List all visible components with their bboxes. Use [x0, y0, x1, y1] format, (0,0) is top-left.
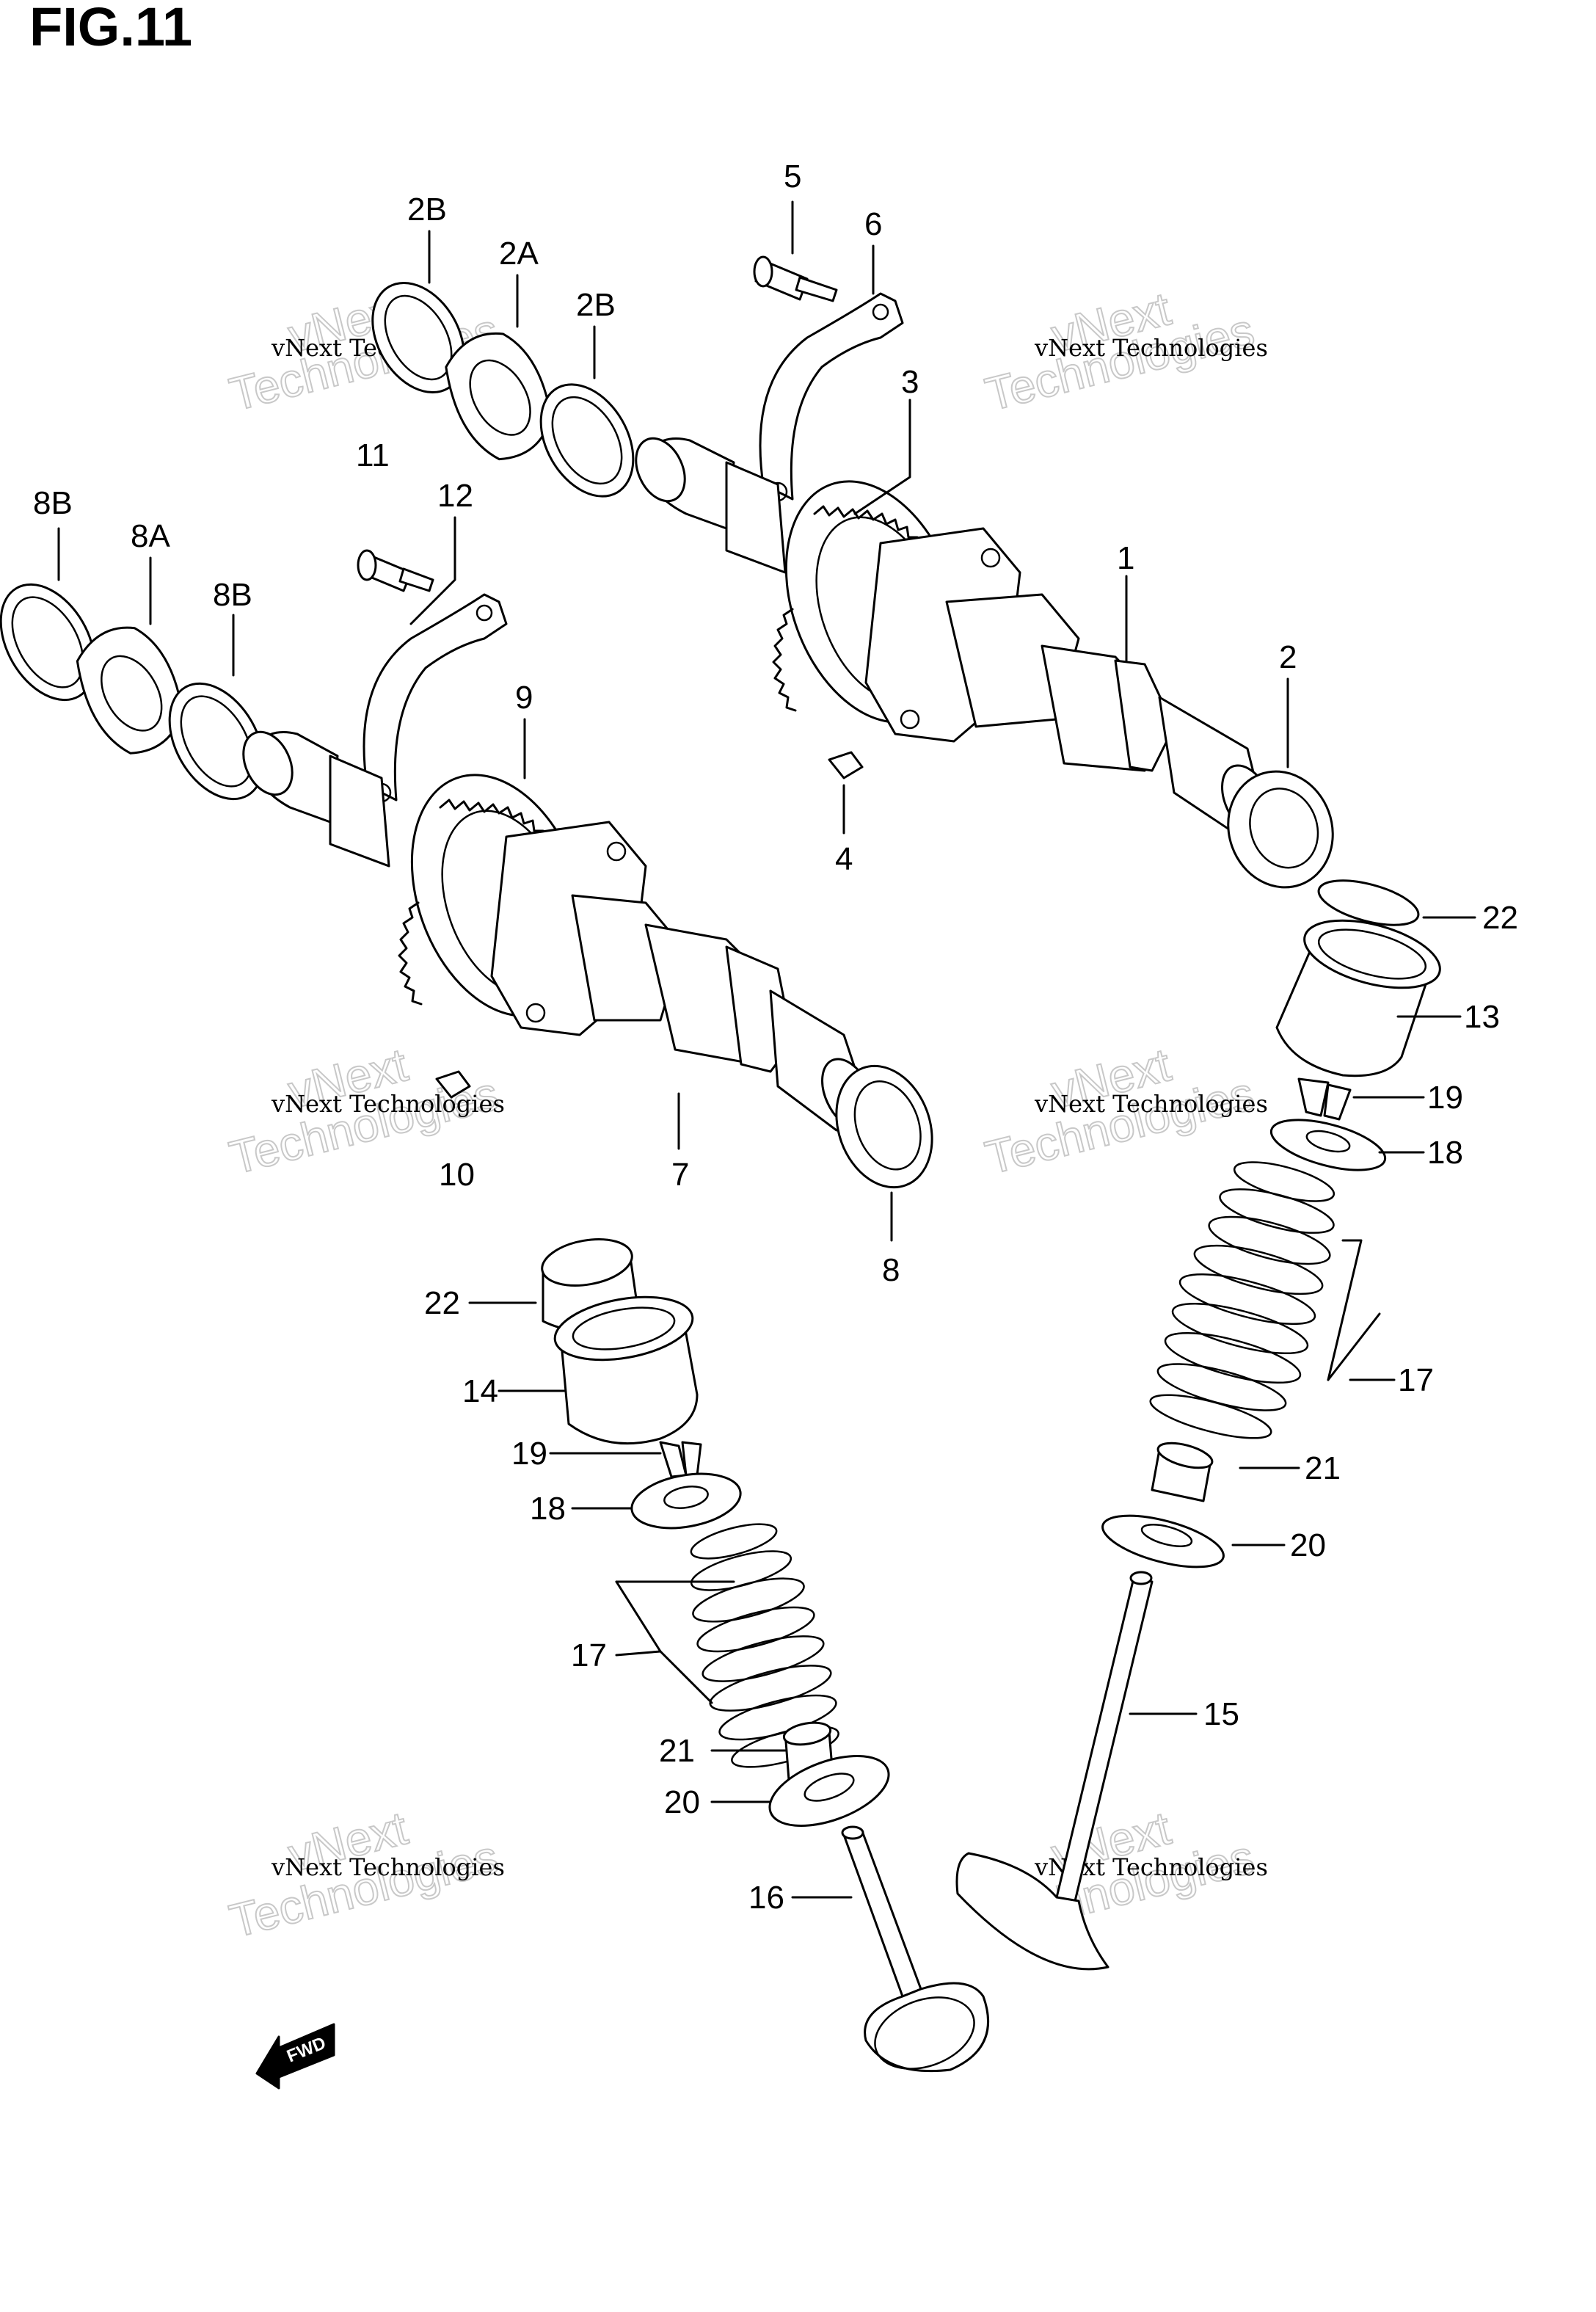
callout-1: 1 [1117, 540, 1134, 576]
camshaft-lower-assembly [0, 549, 933, 1189]
tappet-14 [553, 1295, 699, 1445]
callout-21-right: 21 [1305, 1450, 1341, 1486]
shim-22-right [1317, 879, 1420, 926]
seal-21-right [1151, 1442, 1214, 1502]
seat-20-right [1101, 1514, 1225, 1568]
ring-2b-mid [539, 383, 635, 498]
camshaft-upper-assembly [371, 255, 1334, 889]
callout-2: 2 [1279, 639, 1297, 675]
callout-20-right: 20 [1290, 1527, 1326, 1563]
callout-3: 3 [901, 364, 919, 400]
leader-lines [57, 200, 1476, 1899]
callout-2b-mid: 2B [576, 287, 616, 323]
spring-17-right [1149, 1161, 1336, 1439]
callout-7: 7 [671, 1157, 689, 1193]
callout-22-left: 22 [424, 1285, 460, 1321]
callout-20-left: 20 [664, 1784, 700, 1820]
callout-18-right: 18 [1427, 1135, 1463, 1171]
ring-8b-left [0, 583, 96, 702]
callout-2b-top: 2B [407, 192, 447, 228]
cotter-19-right [1297, 1077, 1352, 1121]
callout-18-left: 18 [530, 1491, 566, 1527]
callout-13: 13 [1464, 999, 1500, 1035]
callout-17-right: 17 [1398, 1362, 1434, 1398]
retainer-18-right [1269, 1119, 1387, 1171]
watermark-small-text: vNext Technologies [1034, 1090, 1268, 1118]
pin-10 [435, 1070, 471, 1099]
valve-16 [841, 1825, 990, 2073]
watermark-small-text: vNext Technologies [1034, 334, 1268, 362]
callout-6: 6 [864, 206, 882, 242]
callout-8: 8 [882, 1252, 900, 1288]
retainer-18-left [630, 1472, 742, 1530]
ring-2b-top [371, 281, 465, 394]
bracket-6 [759, 292, 904, 502]
bolt-lower [357, 549, 434, 592]
watermark-small-text: vNext Technologies [271, 1853, 505, 1881]
callout-16: 16 [748, 1880, 784, 1916]
tappet-13 [1275, 919, 1441, 1077]
cotter-19-left [659, 1441, 702, 1478]
callout-11: 11 [356, 437, 390, 473]
watermark-bottom-left: Technologies vNext vNext Technologies [224, 1800, 505, 1948]
valve-15 [955, 1571, 1154, 1971]
watermark-small-text: vNext Technologies [271, 1090, 505, 1118]
callout-15: 15 [1203, 1696, 1239, 1732]
camshaft-7 [242, 730, 874, 1132]
watermark-top-right: Technologies vNext vNext Technologies [980, 281, 1268, 421]
callout-8b-right: 8B [213, 577, 252, 613]
callout-9: 9 [515, 680, 533, 716]
callout-14: 14 [462, 1373, 498, 1409]
callout-19-right: 19 [1427, 1080, 1463, 1116]
callout-5: 5 [784, 159, 801, 195]
pin-4 [828, 751, 864, 779]
valve-train-left [541, 1238, 990, 2073]
fwd-arrow: FWD [255, 2023, 335, 2090]
callout-21-left: 21 [659, 1733, 695, 1769]
callout-10: 10 [439, 1157, 475, 1193]
callout-labels: 2B 2A 2B 5 6 3 11 12 8B 8A 8B 1 2 9 4 22… [33, 159, 1518, 1916]
seat-20-left [768, 1754, 890, 1828]
ring-8b-right [168, 682, 265, 801]
washer-8 [835, 1064, 933, 1189]
spring-17-left [690, 1523, 839, 1768]
callout-19-left: 19 [511, 1436, 547, 1472]
bolt-5 [753, 255, 838, 302]
valve-train-right [955, 879, 1441, 1971]
callout-17-left: 17 [571, 1637, 607, 1673]
watermark-mid-right: Technologies vNext vNext Technologies [980, 1037, 1268, 1185]
callout-8b-left: 8B [33, 485, 73, 521]
callout-12: 12 [437, 478, 473, 514]
washer-2 [1227, 770, 1334, 889]
callout-22-right: 22 [1482, 900, 1518, 936]
callout-2a-top: 2A [499, 236, 539, 272]
callout-8a: 8A [131, 518, 170, 554]
callout-4: 4 [835, 841, 853, 877]
figure-title: FIG.11 [29, 0, 192, 57]
camshaft-1 [635, 437, 1274, 838]
bracket-12 [362, 593, 508, 803]
